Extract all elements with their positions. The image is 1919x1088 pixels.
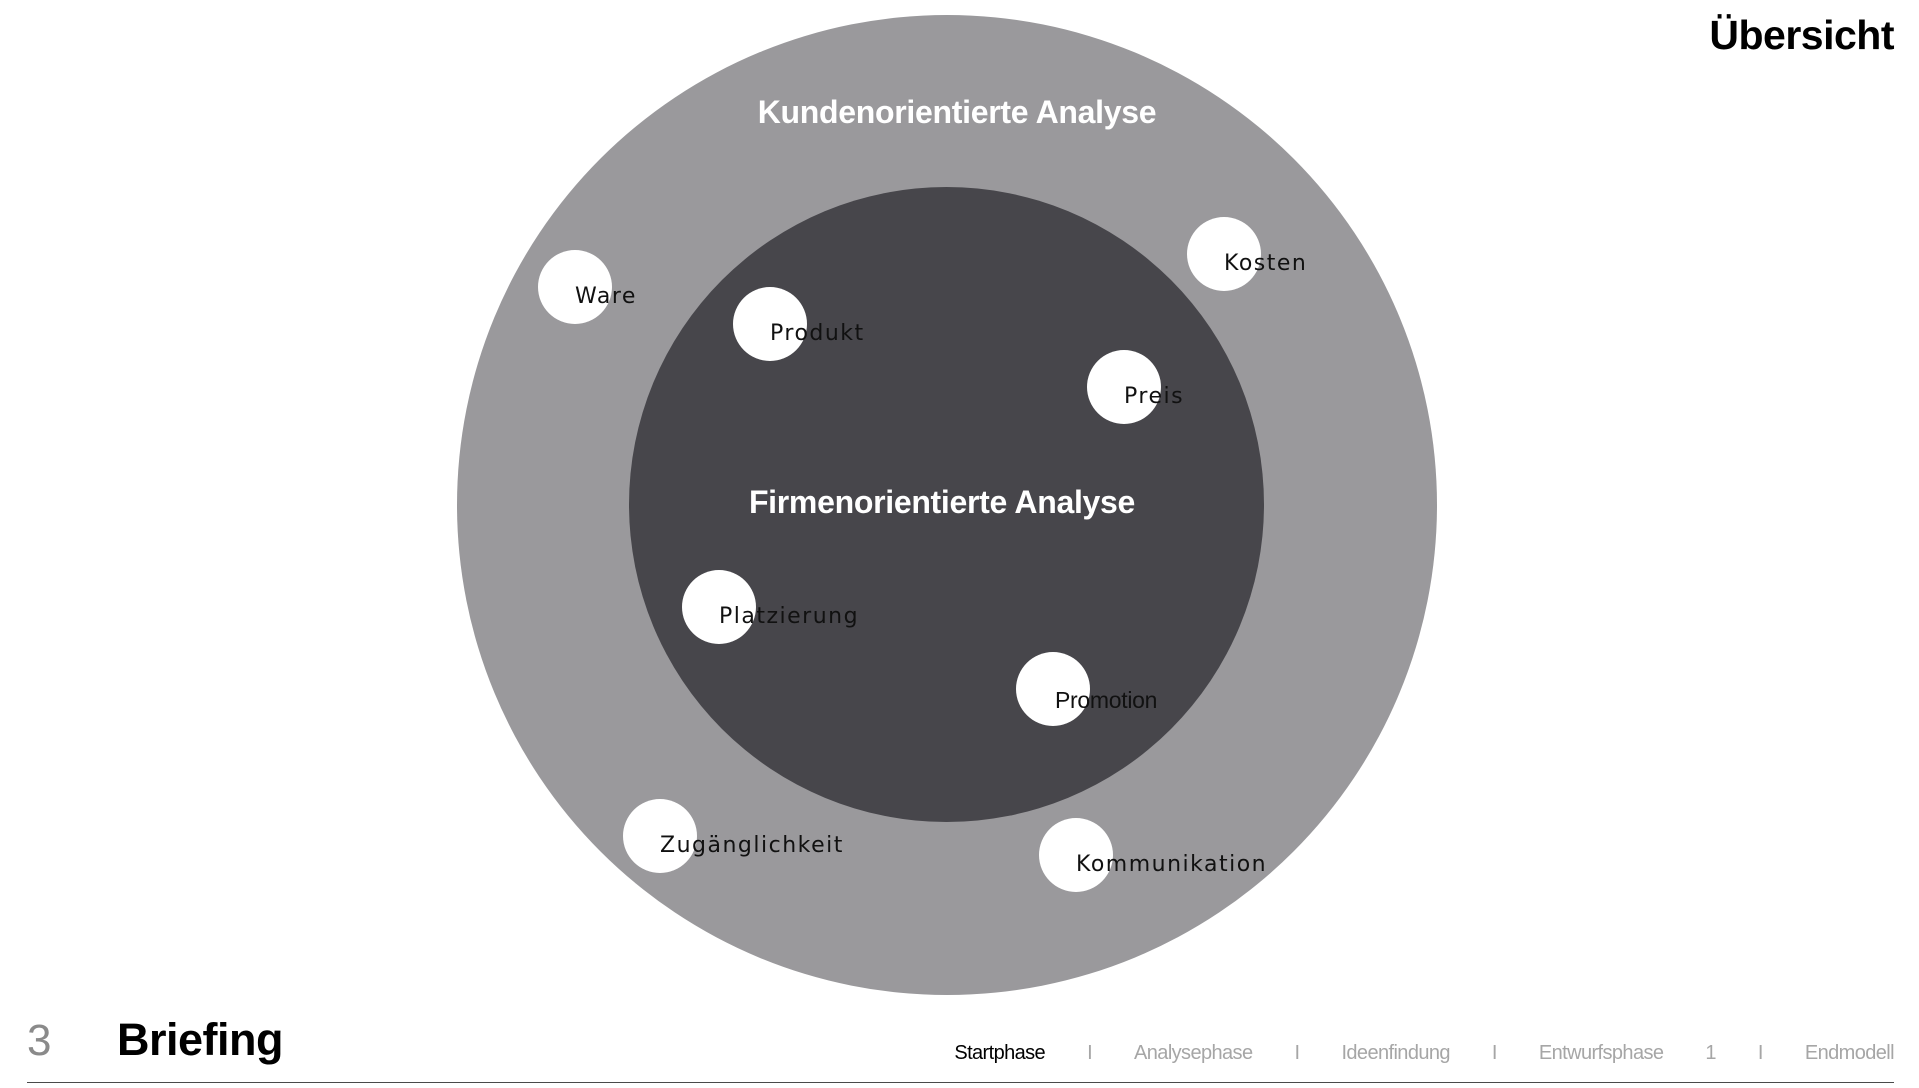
phase-entwurfsphase[interactable]: Entwurfsphase bbox=[1538, 1042, 1664, 1064]
page-number: 3 bbox=[27, 1016, 52, 1065]
factor-dot bbox=[538, 250, 612, 324]
factor-kosten: Kosten bbox=[1187, 217, 1306, 291]
factor-label: Produkt bbox=[770, 321, 865, 346]
slide-title: Übersicht bbox=[1709, 12, 1894, 58]
phase-endmodell[interactable]: Endmodell bbox=[1804, 1042, 1895, 1064]
phase-startphase[interactable]: Startphase bbox=[954, 1042, 1046, 1064]
factor-label: Kommunikation bbox=[1076, 852, 1268, 877]
phase-ideenfindung[interactable]: Ideenfindung bbox=[1341, 1042, 1450, 1064]
phase-separator: I bbox=[1491, 1042, 1498, 1064]
footer-divider bbox=[27, 1082, 1894, 1083]
factor-dot bbox=[1087, 350, 1161, 424]
phase-extra-mark: 1 bbox=[1705, 1042, 1716, 1064]
factor-produkt: Produkt bbox=[733, 287, 863, 361]
factor-preis: Preis bbox=[1087, 350, 1183, 424]
factor-dot bbox=[623, 799, 697, 873]
slide-footer: 3 Briefing Startphase I Analysephase I I… bbox=[0, 998, 1919, 1088]
factor-dot bbox=[1016, 652, 1090, 726]
phase-analysephase[interactable]: Analysephase bbox=[1134, 1042, 1253, 1064]
inner-circle-label: Firmenorientierte Analyse bbox=[748, 484, 1136, 520]
factor-platzierung: Platzierung bbox=[682, 570, 858, 644]
section-title: Briefing bbox=[117, 1014, 284, 1065]
phase-navigation: Startphase I Analysephase I Ideenfindung… bbox=[954, 1042, 1894, 1065]
phase-separator: I bbox=[1757, 1042, 1764, 1064]
factor-promotion: Promotion bbox=[1016, 652, 1157, 726]
factor-label: Platzierung bbox=[719, 604, 860, 629]
factor-dot bbox=[1039, 818, 1113, 892]
factor-label: Preis bbox=[1124, 384, 1185, 409]
factor-dot bbox=[733, 287, 807, 361]
factor-label: Ware bbox=[575, 284, 637, 309]
outer-circle-label: Kundenorientierte Analyse bbox=[757, 94, 1157, 130]
phase-separator: I bbox=[1294, 1042, 1300, 1064]
factor-zugaenglichkeit: Zugänglichkeit bbox=[623, 799, 842, 873]
factor-ware: Ware bbox=[538, 250, 635, 324]
factor-kommunikation: Kommunikation bbox=[1039, 818, 1266, 892]
factor-dot bbox=[682, 570, 756, 644]
factor-label: Kosten bbox=[1224, 251, 1308, 276]
phase-separator: I bbox=[1087, 1042, 1093, 1064]
factor-label: Promotion bbox=[1055, 687, 1158, 713]
factor-dot bbox=[1187, 217, 1261, 291]
factor-label: Zugänglichkeit bbox=[660, 833, 844, 858]
inner-circle-company-analysis bbox=[629, 187, 1264, 822]
